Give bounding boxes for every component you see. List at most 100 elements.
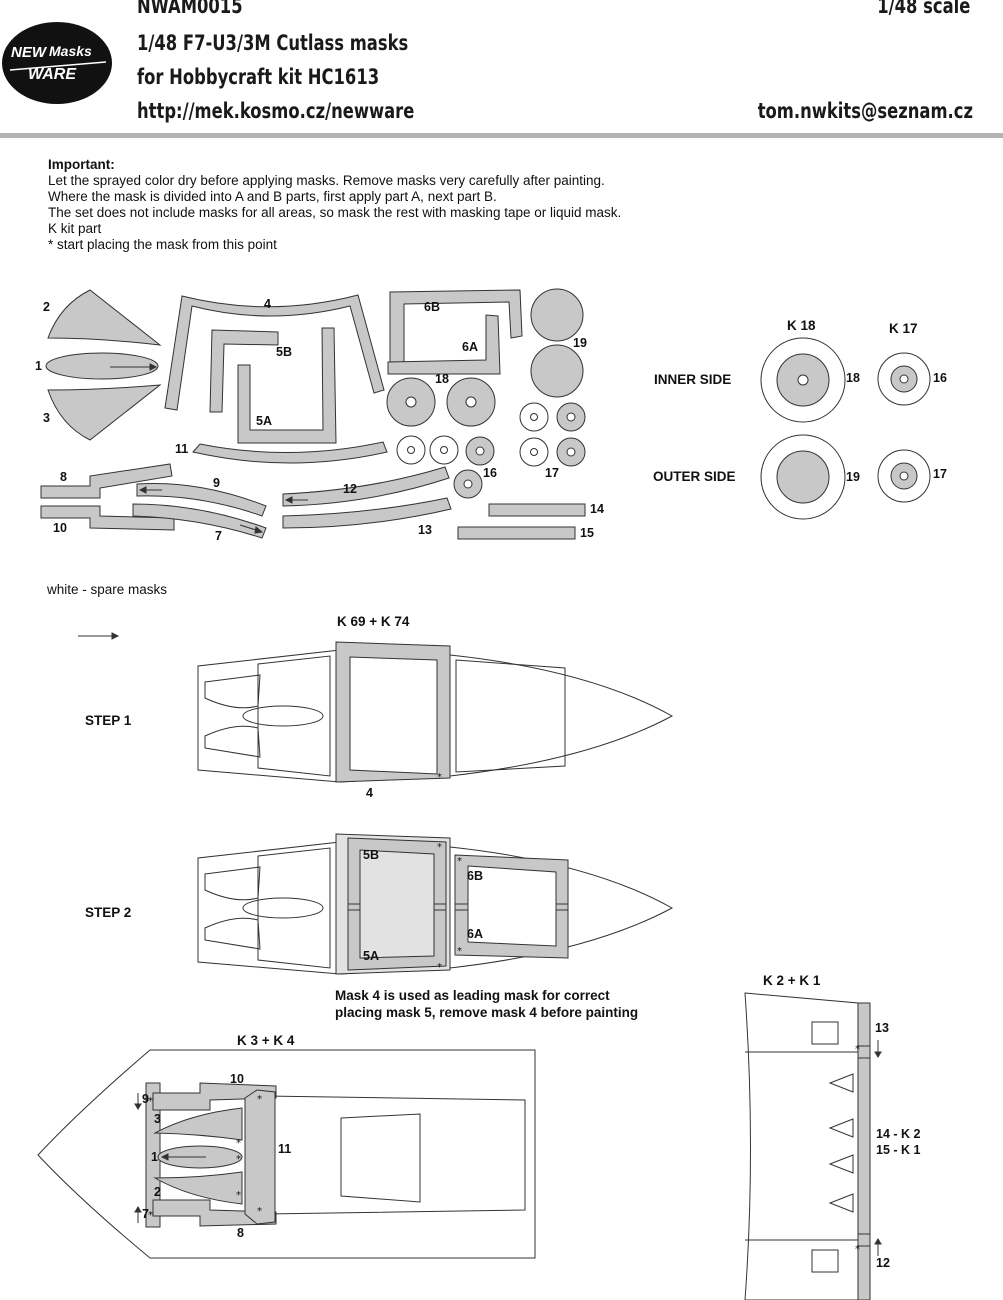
label-wheel-17: 17 <box>933 467 947 481</box>
mask-part-19 <box>530 288 584 342</box>
label-part-15: 15 <box>580 526 594 540</box>
side-part-13: 13 <box>875 1021 889 1035</box>
label-part-16: 16 <box>483 466 497 480</box>
label-part-7: 7 <box>215 529 222 543</box>
svg-text:*: * <box>257 1094 262 1105</box>
svg-text:*: * <box>437 842 442 853</box>
step1-label: STEP 1 <box>85 713 132 728</box>
step3-part-2: 2 <box>154 1185 161 1199</box>
label-part-6a: 6A <box>462 340 478 354</box>
step2-label: STEP 2 <box>85 905 132 920</box>
side-part-12: 12 <box>876 1256 890 1270</box>
svg-text:*: * <box>437 772 442 783</box>
mask-part-13 <box>282 497 452 529</box>
spare-masks-note: white - spare masks <box>47 582 168 597</box>
svg-text:*: * <box>257 1206 262 1217</box>
side-kit-parts: K 2 + K 1 <box>763 973 821 988</box>
mask-part-9 <box>136 483 267 517</box>
svg-text:*: * <box>855 1244 860 1255</box>
step3-part-11: 11 <box>278 1142 292 1156</box>
mask-part-5b <box>209 329 279 413</box>
svg-text:*: * <box>855 1044 860 1055</box>
mask-part-8-step3 <box>152 1199 277 1227</box>
mask-side-strip <box>857 1002 871 1300</box>
label-part-5b: 5B <box>276 345 292 359</box>
mask-part-2-step3 <box>153 1171 243 1205</box>
mask-4-step1 <box>335 641 451 783</box>
label-part-6b: 6B <box>424 300 440 314</box>
label-part-8: 8 <box>60 470 67 484</box>
label-wheel-19: 19 <box>846 470 860 484</box>
website-link[interactable]: http://mek.kosmo.cz/newware <box>137 99 415 123</box>
label-part-12: 12 <box>343 482 357 496</box>
svg-text:*: * <box>437 962 442 973</box>
side-part-15-k1: 15 - K 1 <box>876 1143 921 1157</box>
step2-part-5a: 5A <box>363 949 379 963</box>
mask-part-6b <box>389 289 523 373</box>
mask-part-10-step3 <box>152 1082 277 1111</box>
mask-part-6a <box>387 314 501 375</box>
mask-part-12 <box>282 466 450 507</box>
label-part-19: 19 <box>573 336 587 350</box>
mask-part-5a <box>237 327 337 444</box>
step2-note-line1: Mask 4 is used as leading mask for corre… <box>335 988 610 1003</box>
label-wheel-16: 16 <box>933 371 947 385</box>
label-part-10: 10 <box>53 521 67 535</box>
mask-part-3-step3 <box>153 1107 243 1141</box>
canopy-outline-step2 <box>197 841 674 975</box>
label-part-18: 18 <box>435 372 449 386</box>
svg-text:*: * <box>236 1138 241 1149</box>
step3-part-3: 3 <box>154 1112 161 1126</box>
windscreen-outline <box>37 1049 536 1259</box>
email-link[interactable]: tom.nwkits@seznam.cz <box>757 99 973 123</box>
svg-text:*: * <box>236 1190 241 1201</box>
scale-label: 1/48 scale <box>876 0 970 18</box>
step2-note-line2: placing mask 5, remove mask 4 before pai… <box>335 1005 639 1020</box>
logo-text-new: NEW <box>11 44 46 61</box>
label-k17: K 17 <box>889 321 918 336</box>
side-part-14-k2: 14 - K 2 <box>876 1127 921 1141</box>
instruction-line: * start placing the mask from this point <box>48 237 277 252</box>
label-k18: K 18 <box>787 318 816 333</box>
instructions-heading: Important: <box>48 157 115 172</box>
step1-kit-parts: K 69 + K 74 <box>337 614 410 629</box>
label-part-2: 2 <box>43 300 50 314</box>
mask-part-11-step3 <box>244 1089 276 1225</box>
instructions-block: Important: Let the sprayed color dry bef… <box>48 157 621 253</box>
instruction-line: K kit part <box>48 221 102 236</box>
step1-part-4: 4 <box>366 786 373 800</box>
label-part-5a: 5A <box>256 414 272 428</box>
product-title: 1/48 F7-U3/3M Cutlass masks <box>137 31 409 55</box>
mask-part-2 <box>47 289 162 346</box>
label-part-11: 11 <box>175 442 189 456</box>
canopy-outline-step1 <box>197 649 674 783</box>
mask-part-8 <box>40 463 173 499</box>
brand-logo: NEW Masks WARE <box>0 20 120 106</box>
step3-part-8: 8 <box>237 1226 244 1240</box>
step2-part-5b: 5B <box>363 848 379 862</box>
svg-text:*: * <box>457 946 462 957</box>
product-subtitle: for Hobbycraft kit HC1613 <box>137 65 380 89</box>
label-part-14: 14 <box>590 502 604 516</box>
label-outer-side: OUTER SIDE <box>653 469 736 484</box>
step2-part-6a: 6A <box>467 927 483 941</box>
mask-part-7 <box>132 503 267 539</box>
step3-part-9: 9 <box>142 1092 149 1106</box>
svg-text:*: * <box>236 1154 241 1165</box>
product-code: NWAM0015 <box>137 0 243 18</box>
logo-text-masks: Masks <box>49 43 92 59</box>
step3-part-1: 1 <box>151 1150 158 1164</box>
instruction-line: Let the sprayed color dry before applyin… <box>48 173 605 188</box>
label-part-9: 9 <box>213 476 220 490</box>
logo-text-ware: WARE <box>28 66 76 83</box>
mask-5-step2 <box>347 837 447 971</box>
side-panel-outline <box>744 992 859 1300</box>
label-part-17: 17 <box>545 466 559 480</box>
label-part-4: 4 <box>264 297 271 311</box>
mask-part-19 <box>530 344 584 398</box>
svg-text:*: * <box>148 1210 153 1221</box>
step3-kit-parts: K 3 + K 4 <box>237 1033 295 1048</box>
mask-part-11 <box>192 441 388 464</box>
mask-part-14 <box>488 503 586 517</box>
